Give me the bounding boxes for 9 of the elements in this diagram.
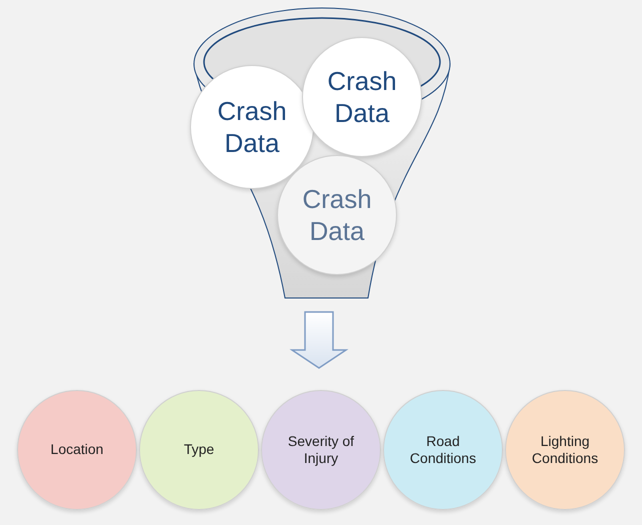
node-label: Road Conditions [408,432,478,468]
block-arrow [290,311,348,369]
node-label: Severity of Injury [286,432,356,468]
node-label: Location [50,441,104,459]
node-label: Crash Data [326,64,398,130]
node-label: Crash Data [216,94,288,160]
node-label: Crash Data [301,182,373,248]
node-label: Lighting Conditions [530,432,600,468]
node-label: Type [182,441,216,459]
